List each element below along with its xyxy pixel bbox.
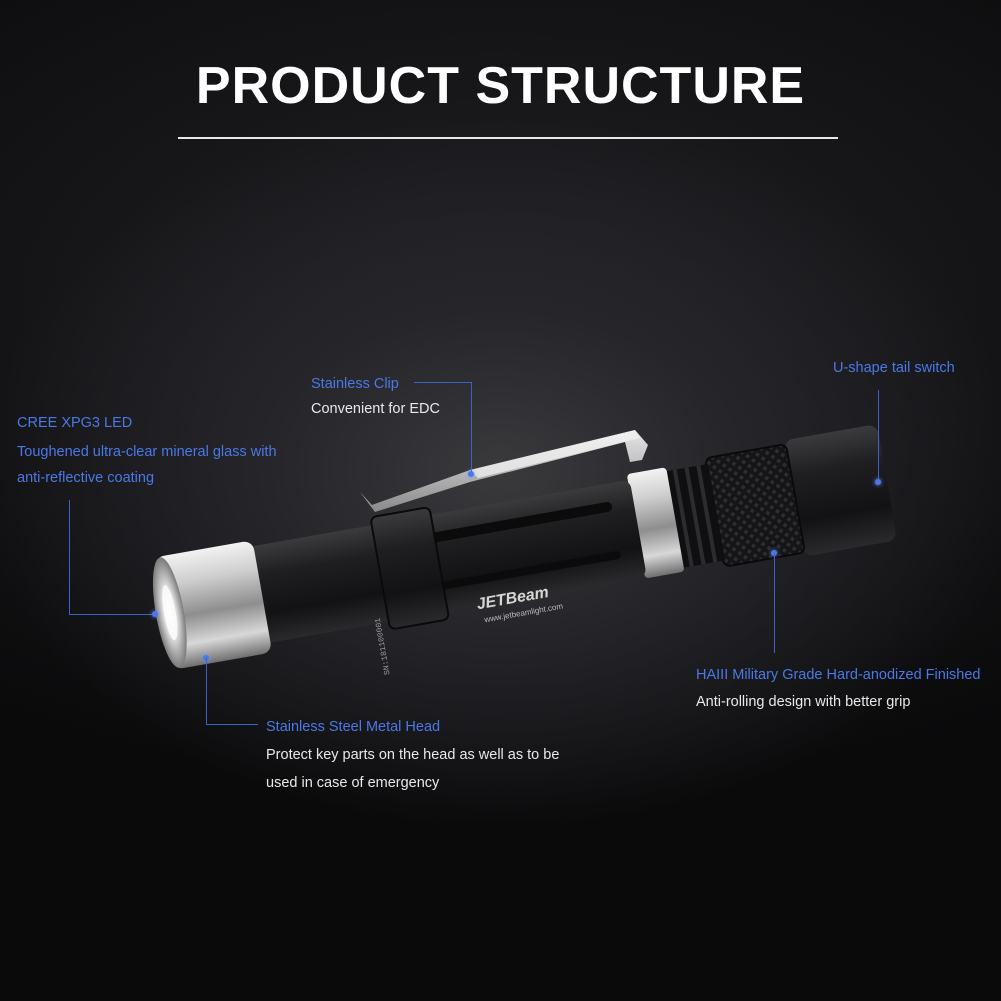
switch-label: U-shape tail switch: [833, 360, 955, 376]
tail-cap: [784, 425, 896, 556]
clip-description: Convenient for EDC: [311, 401, 440, 417]
head-description: Protect key parts on the head as well as…: [266, 741, 559, 797]
flashlight: JETBeam www.jetbeamlight.com SN:18110000…: [152, 425, 896, 675]
clip-pointer-dot: [468, 471, 474, 477]
body-description: Anti-rolling design with better grip: [696, 694, 911, 710]
led-pointer-dot: [152, 611, 158, 617]
body-leader-vertical: [774, 553, 775, 653]
led-description: Toughened ultra-clear mineral glass with…: [17, 439, 277, 491]
head-label: Stainless Steel Metal Head: [266, 719, 441, 735]
led-leader-horizontal: [69, 614, 155, 615]
switch-pointer-dot: [875, 479, 881, 485]
led-leader-vertical: [69, 500, 70, 615]
clip-leader-horizontal: [414, 382, 471, 383]
clip-label: Stainless Clip: [311, 376, 399, 392]
head-description-line-2: used in case of emergency: [266, 775, 440, 791]
page-title: PRODUCT STRUCTURE: [195, 57, 806, 115]
title-divider: [178, 137, 838, 139]
clip-leader-vertical: [471, 382, 472, 474]
body-label: HAIII Military Grade Hard-anodized Finis…: [696, 667, 981, 683]
head-leader-vertical: [206, 658, 207, 725]
led-label: CREE XPG3 LED: [17, 415, 133, 431]
head-leader-horizontal: [206, 724, 258, 725]
head-description-line-1: Protect key parts on the head as well as…: [266, 747, 560, 763]
switch-leader-vertical: [878, 390, 879, 482]
led-description-line-1: Toughened ultra-clear mineral glass with: [17, 444, 277, 460]
led-description-line-2: anti-reflective coating: [17, 470, 155, 486]
knurled-grip: [706, 445, 805, 566]
